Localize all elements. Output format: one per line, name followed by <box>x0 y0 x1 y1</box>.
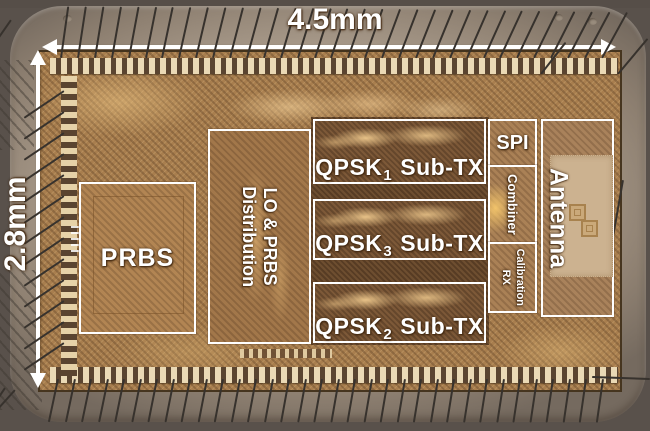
block-antenna: Antenna <box>541 119 614 317</box>
block-calibration-rx: Calibration RX <box>488 242 537 313</box>
top-pad-ring <box>50 58 618 74</box>
image-top-edge <box>0 0 650 8</box>
antenna-feed-structure <box>581 220 598 237</box>
prbs-label: PRBS <box>100 243 175 272</box>
height-dimension-arrow <box>30 50 46 388</box>
on-chip-antenna-patch <box>550 155 613 277</box>
package-dimple <box>588 18 597 25</box>
package-dimple <box>63 15 72 22</box>
lo-distribution-label: LO & PRBS Distribution <box>239 186 281 287</box>
tick-marks <box>71 226 82 254</box>
package-dimple <box>554 14 563 21</box>
die-height-label: 2.8mm <box>0 176 32 272</box>
inner-pad-row <box>240 349 332 358</box>
calibration-rx-label: Calibration RX <box>499 248 526 307</box>
left-pad-ring <box>61 76 77 376</box>
block-prbs: PRBS <box>79 182 196 334</box>
antenna-label: Antenna <box>544 168 573 268</box>
block-spi: SPI <box>488 119 537 167</box>
antenna-feed-structure <box>569 204 586 221</box>
block-lo-prbs-distribution: LO & PRBS Distribution <box>208 129 311 344</box>
combiner-label: Combiner <box>505 174 521 235</box>
die-width-label: 4.5mm <box>287 3 383 36</box>
bottom-pad-ring <box>50 367 618 383</box>
spi-label: SPI <box>496 131 529 154</box>
width-dimension-arrow <box>42 39 616 55</box>
package-corner-leads <box>0 60 34 150</box>
block-combiner: Combiner <box>488 165 537 244</box>
